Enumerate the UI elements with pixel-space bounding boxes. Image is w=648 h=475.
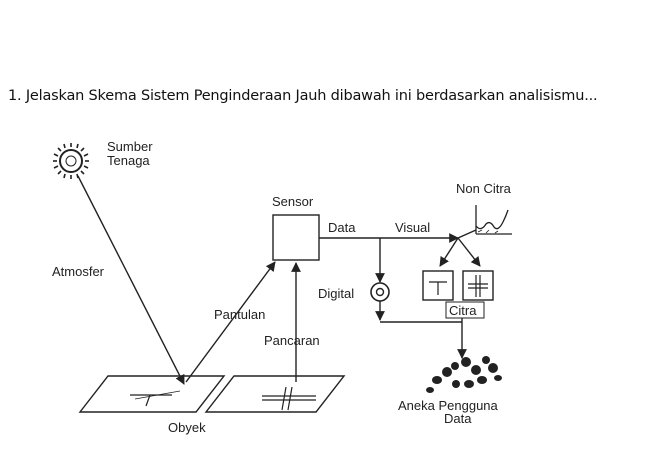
pantulan-label: Pantulan xyxy=(214,307,265,322)
atmosfer-label: Atmosfer xyxy=(52,264,105,279)
incoming-ray xyxy=(77,175,185,385)
visual-to-citra-right xyxy=(457,237,481,267)
sensor-box xyxy=(272,214,320,261)
pengguna-label-line1: Aneka Pengguna xyxy=(398,398,499,413)
question-text: 1. Jelaskan Skema Sistem Penginderaan Ja… xyxy=(8,88,598,104)
non-citra-label: Non Citra xyxy=(456,181,512,196)
tenaga-label-2: Tenaga xyxy=(107,153,150,168)
citra-label: Citra xyxy=(449,303,477,318)
disk-icon xyxy=(370,282,390,302)
sun-icon xyxy=(53,143,89,179)
graph-icon xyxy=(475,205,512,235)
pengguna-label-line2: Data xyxy=(444,411,472,426)
users-icon xyxy=(426,356,502,393)
sensor-label: Sensor xyxy=(272,194,314,209)
visual-label: Visual xyxy=(395,220,430,235)
sumber-label: Sumber xyxy=(107,139,153,154)
citra-tag xyxy=(445,301,485,319)
visual-to-citra-left xyxy=(439,237,459,267)
data-label: Data xyxy=(328,220,356,235)
visual-to-noncitra xyxy=(457,229,477,239)
pancaran-label: Pancaran xyxy=(264,333,320,348)
object-left xyxy=(78,375,226,413)
obyek-label: Obyek xyxy=(168,420,206,435)
citra-image-left xyxy=(422,270,454,301)
citra-image-right xyxy=(462,270,494,301)
object-right xyxy=(204,375,346,413)
digital-label: Digital xyxy=(318,286,354,301)
reflected-ray xyxy=(185,261,276,383)
